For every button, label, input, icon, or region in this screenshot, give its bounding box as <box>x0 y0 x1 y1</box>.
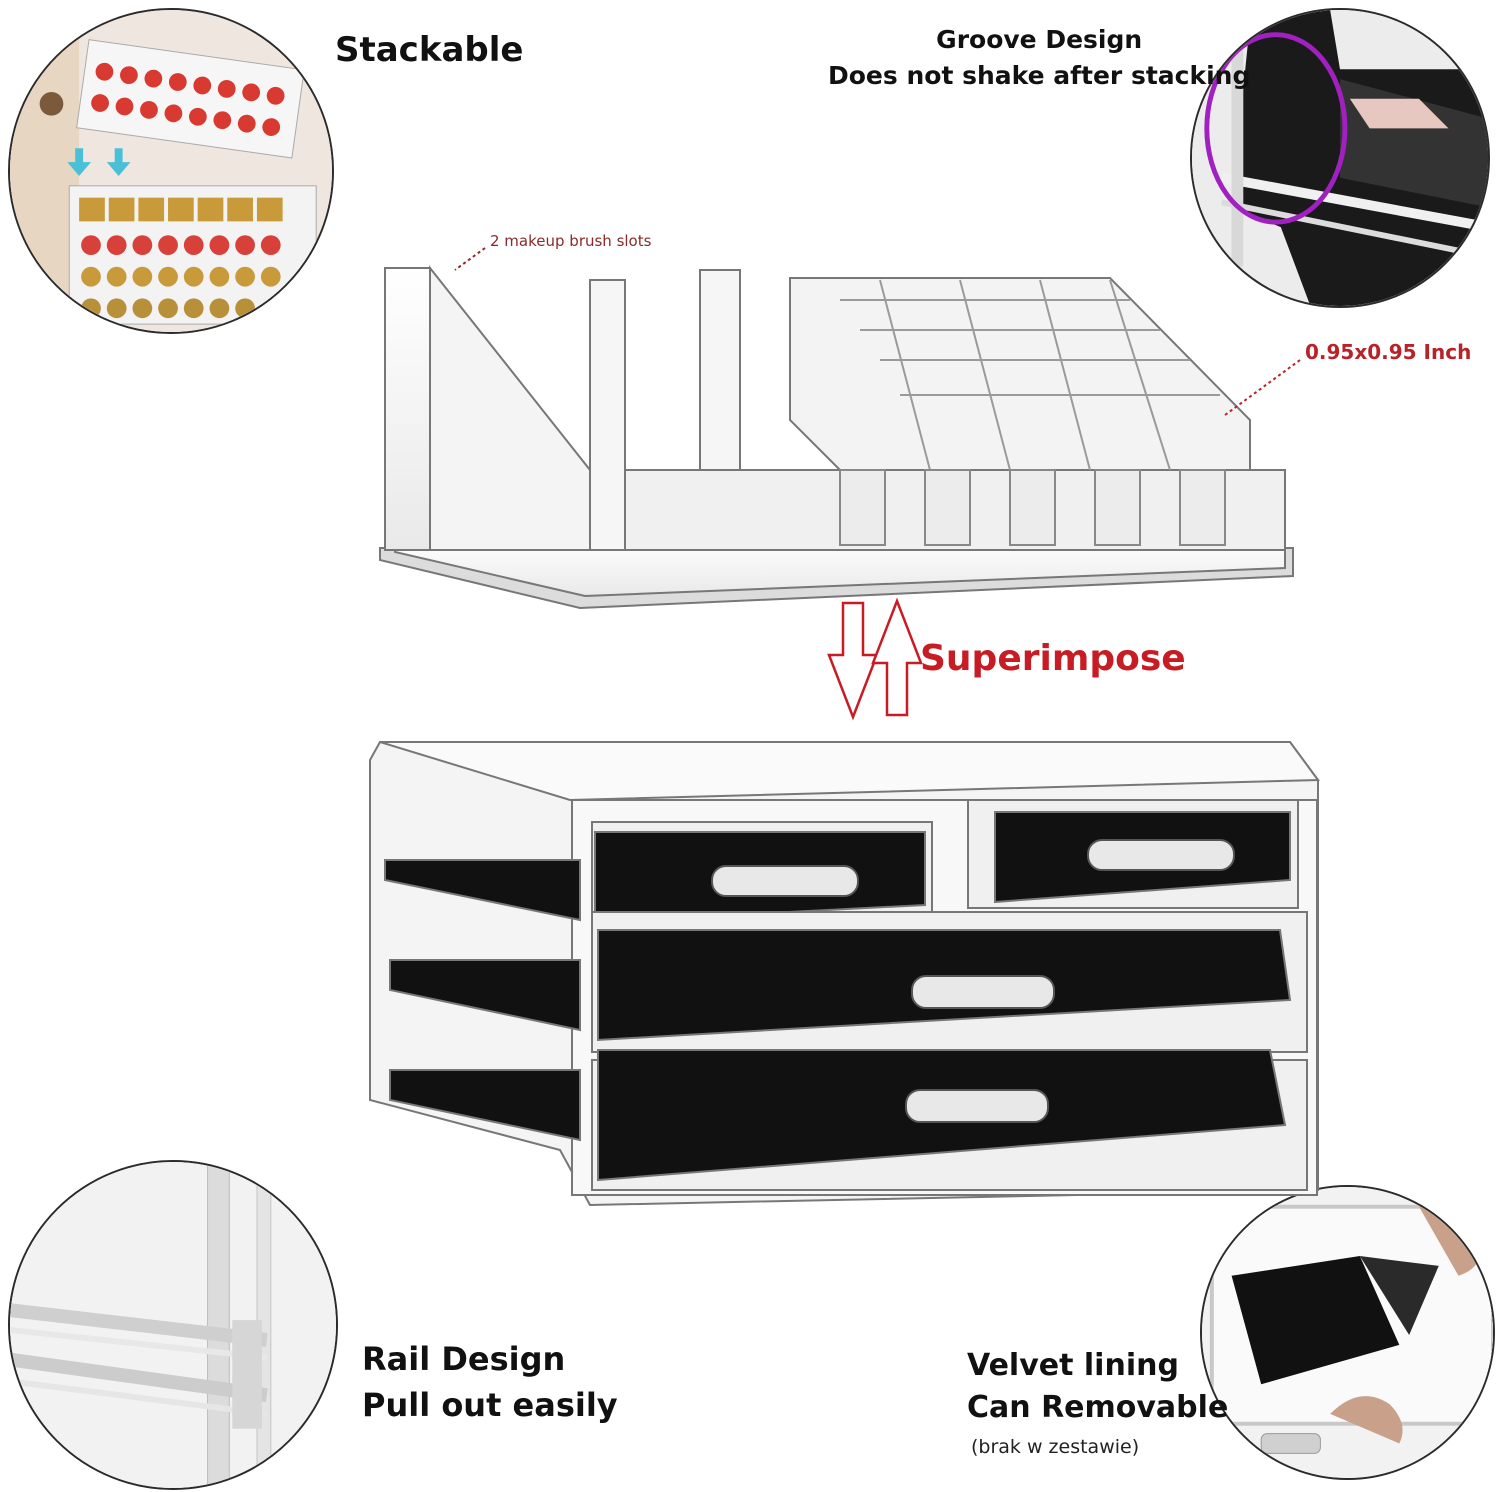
rail-label-line1: Rail Design <box>362 1340 566 1378</box>
superimpose-arrows <box>827 597 923 721</box>
groove-label-line1: Groove Design <box>936 25 1143 54</box>
superimpose-label: Superimpose <box>920 638 1186 679</box>
rail-closeup-image <box>10 1162 336 1488</box>
brush-slots-annotation: 2 makeup brush slots <box>490 232 652 250</box>
velvet-label-line2: Can Removable <box>967 1390 1229 1425</box>
velvet-photo <box>1200 1185 1495 1480</box>
lipstick-organizer-top <box>379 265 1294 610</box>
groove-closeup-image <box>1192 10 1488 306</box>
rail-label-line2: Pull out easily <box>362 1386 618 1424</box>
stacked-organizers-image <box>10 10 332 332</box>
velvet-label: Velvet lining Can Removable <box>967 1345 1228 1429</box>
velvet-lining-image <box>1202 1187 1493 1478</box>
velvet-note: (brak w zestawie) <box>971 1436 1140 1458</box>
groove-photo <box>1190 8 1490 308</box>
drawer-knobs <box>711 839 1235 1123</box>
stackable-photo <box>8 8 334 334</box>
groove-label-line2: Does not shake after stacking <box>828 61 1251 90</box>
drawer-unit <box>369 741 1320 1207</box>
slot-size-annotation: 0.95x0.95 Inch <box>1305 340 1472 364</box>
velvet-label-line1: Velvet lining <box>967 1348 1179 1383</box>
rail-photo <box>8 1160 338 1490</box>
stackable-label: Stackable <box>335 30 524 70</box>
rail-label: Rail Design Pull out easily <box>362 1336 618 1428</box>
groove-label: Groove Design Does not shake after stack… <box>828 22 1250 94</box>
